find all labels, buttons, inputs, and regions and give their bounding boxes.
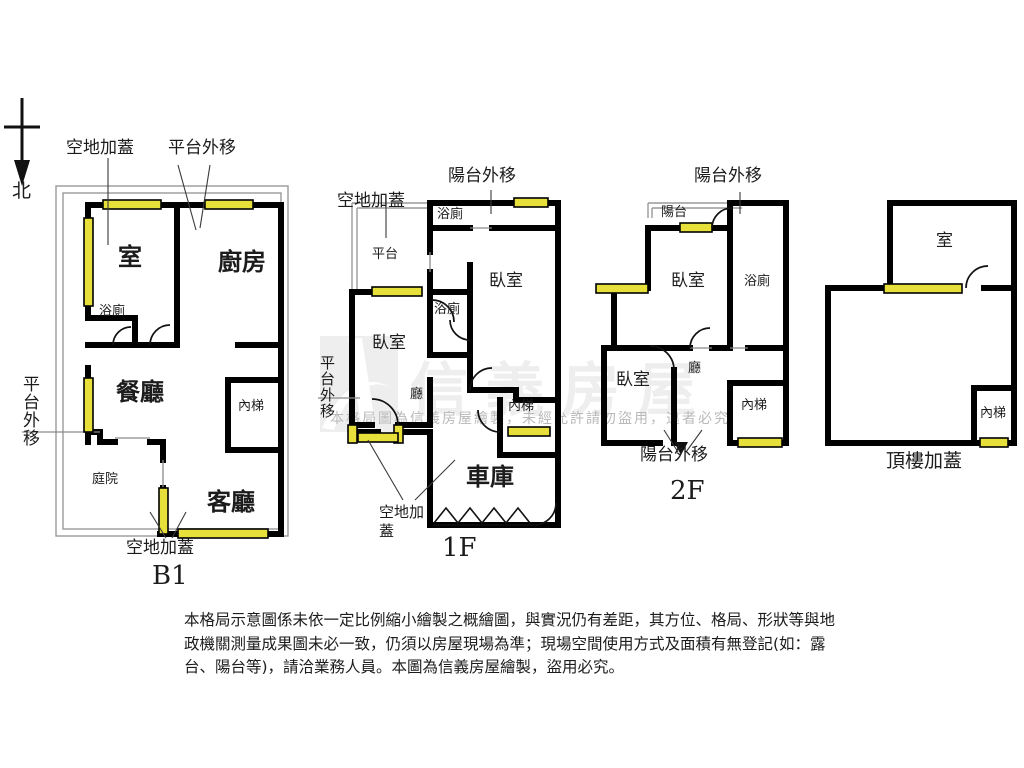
b1-room-shi: 室 [118, 243, 142, 271]
2f-room-stairs: 內梯 [741, 398, 768, 413]
1f-floor-label: 1F [442, 533, 477, 563]
2f-room-hall: 廳 [688, 361, 702, 376]
floor-plan-b1 [22, 158, 289, 539]
2f-annotation-balcony-moved-top: 陽台外移 [694, 166, 762, 186]
2f-room-bedroom-upper: 臥室 [671, 271, 705, 291]
rooftop-windows [883, 283, 1009, 448]
1f-annotation-vacant-land-cover-top: 空地加蓋 [337, 191, 405, 211]
b1-room-bathroom: 浴廁 [99, 304, 126, 319]
1f-garage-door [433, 506, 534, 526]
2f-room-bedroom-lower: 臥室 [616, 370, 650, 390]
b1-leader-lines [107, 158, 211, 539]
1f-annotation-balcony-moved: 陽台外移 [448, 166, 516, 186]
2f-room-balcony: 陽台 [661, 205, 688, 220]
2f-doors [649, 207, 733, 371]
1f-room-bathroom-mid: 浴廁 [434, 302, 461, 317]
1f-windows [347, 197, 551, 444]
floor-plan-1f [318, 190, 561, 528]
1f-room-hall: 廳 [410, 387, 424, 402]
1f-room-bedroom-left: 臥室 [372, 333, 406, 353]
b1-floor-label: B1 [152, 561, 188, 591]
1f-thin-lines [318, 227, 492, 399]
rooftop-room-shi: 室 [936, 231, 953, 251]
1f-annotation-platform-moved: 平台外移 [318, 355, 336, 419]
1f-room-platform: 平台 [372, 247, 399, 262]
2f-leader-lines [663, 192, 741, 455]
b1-room-living: 客廳 [207, 488, 255, 516]
floor-plan-2f [595, 192, 789, 455]
compass-label-north: 北 [12, 180, 32, 202]
b1-annotation-vacant-land-cover-top: 空地加蓋 [66, 138, 134, 158]
disclaimer-text: 本格局示意圖係未依一定比例縮小繪製之概繪圖，與實況仍有差距，其方位、格局、形狀等… [184, 611, 836, 677]
1f-room-bedroom-right: 臥室 [489, 271, 523, 291]
b1-room-courtyard: 庭院 [92, 472, 119, 487]
b1-annotation-vacant-land-cover-bottom: 空地加蓋 [126, 538, 194, 558]
rooftop-walls [825, 200, 1017, 446]
1f-platform-boundary [351, 202, 430, 292]
b1-room-dining: 餐廳 [116, 378, 164, 406]
1f-room-stairs: 內梯 [508, 399, 535, 414]
1f-room-bathroom-top: 浴廁 [437, 207, 464, 222]
floor-plan-rooftop [825, 200, 1017, 448]
b1-room-kitchen: 廚房 [218, 248, 266, 276]
1f-leader-lines [367, 190, 492, 501]
2f-windows [595, 222, 783, 448]
1f-annotation-vacant-land-cover-bottom: 空地加蓋 [379, 503, 425, 540]
compass-north-arrow [4, 98, 40, 186]
2f-annotation-balcony-moved-bottom: 陽台外移 [640, 445, 708, 465]
rooftop-doors [965, 265, 989, 289]
b1-doors [112, 324, 171, 346]
rooftop-floor-label: 頂樓加蓋 [886, 450, 963, 472]
b1-annotation-platform-moved-left: 平台外移 [19, 375, 39, 447]
2f-room-bathroom: 浴廁 [744, 274, 771, 289]
2f-floor-label: 2F [670, 476, 705, 506]
1f-room-garage: 車庫 [466, 463, 514, 491]
1f-doors [371, 299, 557, 526]
rooftop-room-stairs: 內梯 [980, 406, 1007, 421]
b1-annotation-platform-moved-top: 平台外移 [168, 138, 236, 158]
b1-room-stairs: 內梯 [238, 399, 265, 414]
